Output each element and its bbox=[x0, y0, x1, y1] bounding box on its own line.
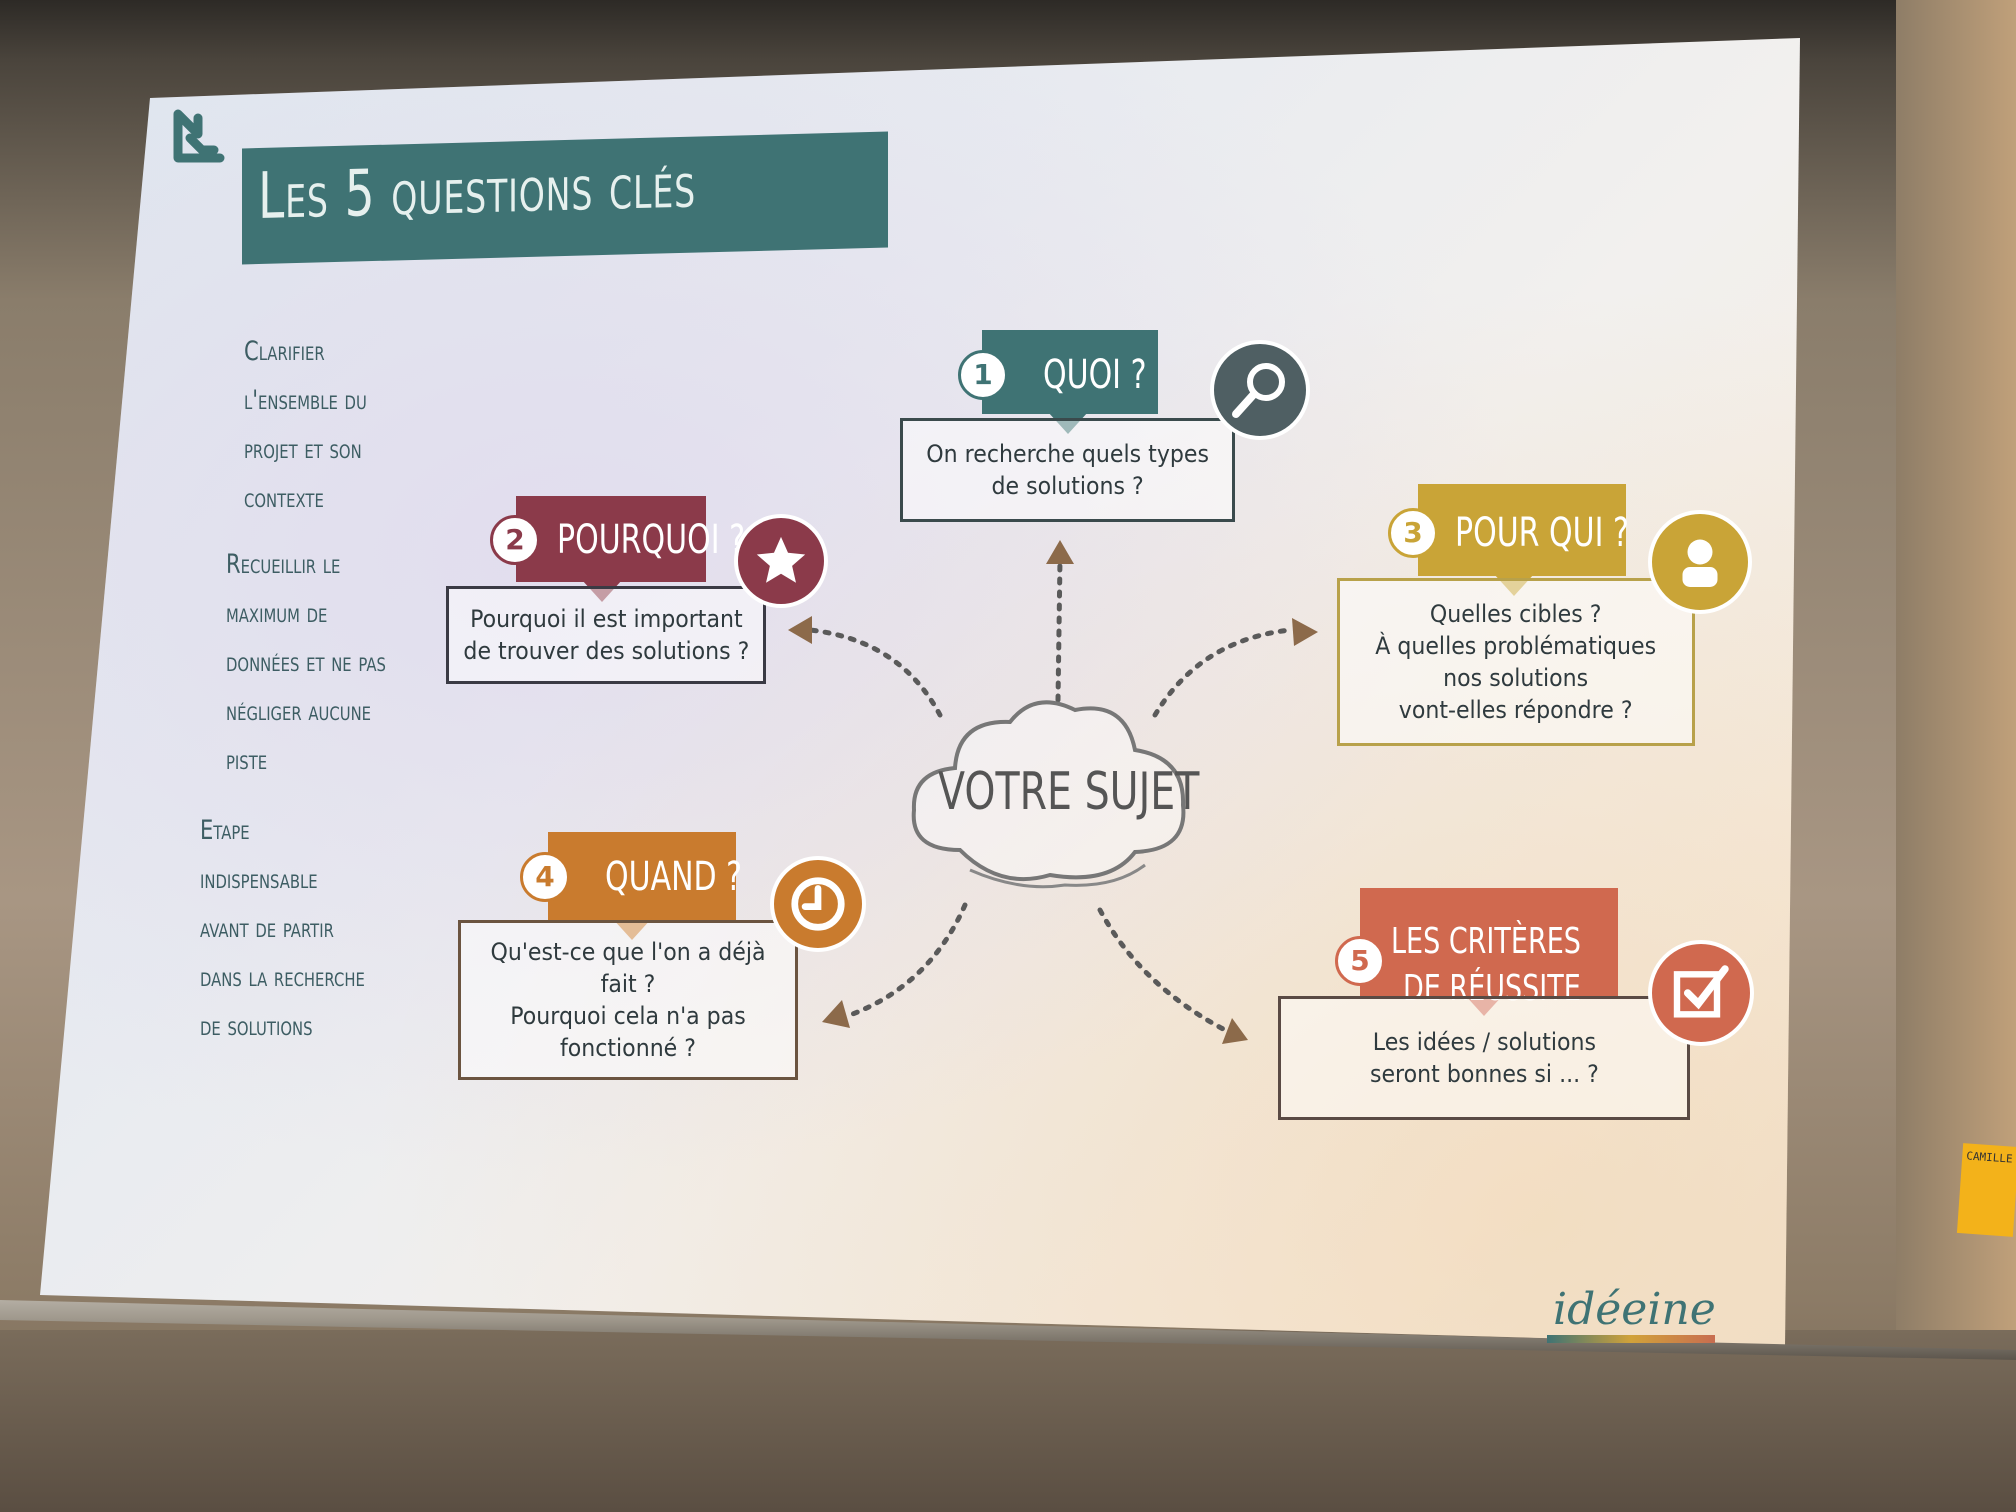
q1-box: On recherche quels types de solutions ? bbox=[900, 418, 1235, 522]
q2-text: de trouver des solutions ? bbox=[463, 637, 749, 665]
q1-tag: 1 QUOI ? bbox=[958, 350, 1181, 400]
q5-box: Les idées / solutions seront bonnes si .… bbox=[1278, 996, 1690, 1120]
q4-number: 4 bbox=[520, 852, 570, 902]
q4-text: Pourquoi cela n'a pas bbox=[510, 1002, 746, 1030]
checkbox-icon bbox=[1648, 940, 1754, 1046]
q3-text: nos solutions bbox=[1443, 664, 1589, 692]
q3-label: POUR QUI ? bbox=[1454, 510, 1629, 556]
room-floor bbox=[0, 1330, 2016, 1512]
q5-number: 5 bbox=[1335, 936, 1385, 986]
side-line: projet et son bbox=[244, 434, 362, 465]
q1-text: On recherche quels types bbox=[926, 440, 1209, 468]
side-line: piste bbox=[226, 745, 268, 776]
side-line: avant de partir bbox=[200, 913, 334, 944]
q4-text: Qu'est-ce que l'on a déjà fait ? bbox=[490, 938, 766, 998]
q4-text: fonctionné ? bbox=[559, 1034, 697, 1062]
magnifier-icon bbox=[1210, 340, 1310, 440]
q5-tag-bg bbox=[1360, 888, 1618, 996]
arrow-logo-icon bbox=[173, 109, 225, 163]
q3-text: Quelles cibles ? bbox=[1430, 600, 1602, 628]
q1-label: QUOI ? bbox=[1042, 352, 1147, 398]
q4-tag: 4 QUAND ? bbox=[520, 852, 788, 902]
side-line: indispensable bbox=[200, 864, 318, 895]
q4-label: QUAND ? bbox=[604, 854, 742, 900]
q2-tag: 2 POURQUOI ? bbox=[490, 515, 807, 565]
star-icon bbox=[734, 514, 828, 608]
q1-number: 1 bbox=[958, 350, 1008, 400]
side-note-clarify: Clarifier l'ensemble du projet et son co… bbox=[244, 327, 367, 523]
q2-tag-bg bbox=[516, 496, 706, 582]
q3-text: À quelles problématiques bbox=[1375, 632, 1657, 660]
brand-logo: idéeine bbox=[1553, 1284, 1716, 1335]
q5-text: Les idées / solutions bbox=[1372, 1028, 1596, 1056]
side-line: négliger aucune bbox=[226, 696, 372, 727]
side-line: Recueillir le bbox=[226, 549, 341, 580]
q5-label-line-1: LES CRITÈRES bbox=[1391, 921, 1581, 962]
q3-number: 3 bbox=[1388, 508, 1438, 558]
q2-box: Pourquoi il est important de trouver des… bbox=[446, 586, 766, 684]
q5-text: seront bonnes si ... ? bbox=[1369, 1060, 1599, 1088]
clock-icon bbox=[770, 856, 866, 952]
person-icon bbox=[1648, 510, 1752, 614]
q1-text: de solutions ? bbox=[991, 472, 1144, 500]
center-topic: VOTRE SUJET bbox=[938, 762, 1200, 822]
side-line: dans la recherche bbox=[200, 962, 365, 993]
side-note-step: Etape indispensable avant de partir dans… bbox=[200, 806, 365, 1051]
side-line: contexte bbox=[244, 483, 324, 514]
side-line: maximum de bbox=[226, 598, 328, 629]
side-line: Etape bbox=[200, 815, 250, 846]
q3-tag: 3 POUR QUI ? bbox=[1388, 508, 1687, 558]
brand-underline bbox=[1547, 1335, 1715, 1343]
side-line: Clarifier bbox=[244, 336, 325, 367]
side-note-collect: Recueillir le maximum de données et ne p… bbox=[226, 540, 386, 785]
q2-number: 2 bbox=[490, 515, 540, 565]
q2-label: POURQUOI ? bbox=[556, 517, 745, 563]
q3-tag-bg bbox=[1418, 484, 1626, 576]
q3-text: vont-elles répondre ? bbox=[1399, 696, 1633, 724]
cloud-icon bbox=[911, 700, 1186, 889]
q4-box: Qu'est-ce que l'on a déjà fait ? Pourquo… bbox=[458, 920, 798, 1080]
q4-tag-bg bbox=[548, 832, 736, 920]
q3-box: Quelles cibles ? À quelles problématique… bbox=[1337, 578, 1695, 746]
side-line: données et ne pas bbox=[226, 647, 386, 678]
side-line: l'ensemble du bbox=[244, 385, 367, 416]
q1-tag-bg bbox=[982, 330, 1158, 414]
q2-text: Pourquoi il est important bbox=[469, 605, 743, 633]
side-line: de solutions bbox=[200, 1011, 313, 1042]
